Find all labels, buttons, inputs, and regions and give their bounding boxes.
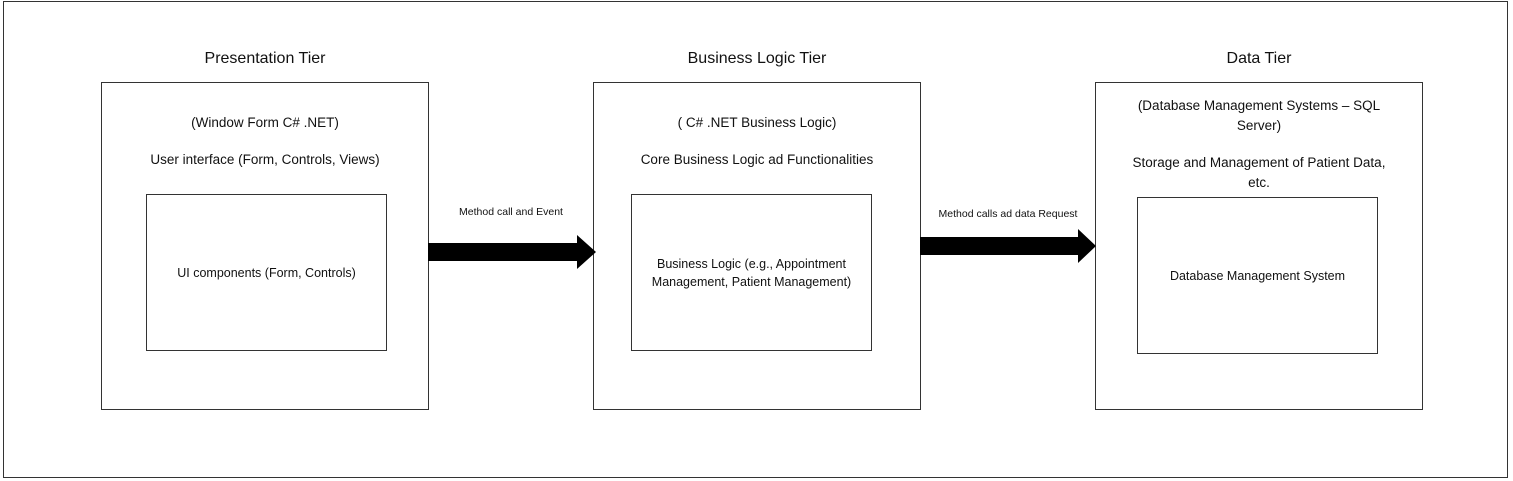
presentation-tier-tech: (Window Form C# .NET): [191, 115, 339, 130]
data-tier-title: Data Tier: [1226, 50, 1292, 67]
presentation-tier-title: Presentation Tier: [204, 50, 326, 67]
diagram-frame: [3, 1, 1508, 478]
connection-label-1: Method call and Event: [459, 206, 563, 218]
ui-components-box: UI components (Form, Controls): [146, 194, 387, 351]
data-tier-tech: (Database Management Systems – SQL Serve…: [1137, 98, 1381, 133]
arrow-business-to-data: [920, 229, 1096, 263]
business-logic-label: Business Logic (e.g., Appointment Manage…: [651, 256, 852, 289]
business-tier-title: Business Logic Tier: [687, 50, 827, 67]
data-tier-description: Storage and Management of Patient Data, …: [1132, 155, 1386, 190]
business-tier-description: Core Business Logic ad Functionalities: [640, 152, 874, 167]
presentation-tier-description: User interface (Form, Controls, Views): [150, 152, 380, 167]
database-system-label: Database Management System: [1169, 268, 1346, 283]
ui-components-label: UI components (Form, Controls): [177, 265, 356, 280]
arrow-presentation-to-business: [428, 235, 596, 269]
business-tier-tech: ( C# .NET Business Logic): [677, 115, 837, 130]
database-system-box: Database Management System: [1137, 197, 1378, 354]
connection-label-2: Method calls ad data Request: [938, 208, 1078, 220]
business-logic-box: Business Logic (e.g., Appointment Manage…: [631, 194, 872, 351]
